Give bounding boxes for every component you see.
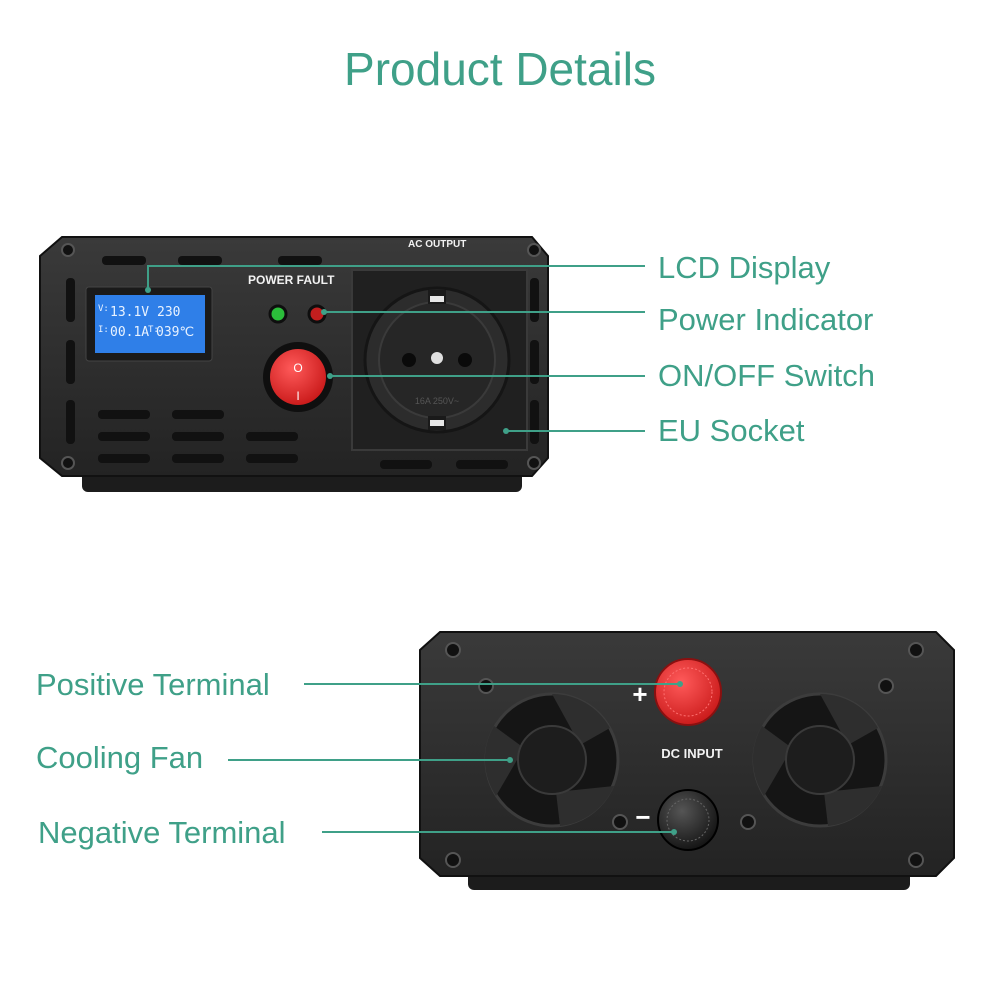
callout-negative-terminal: Negative Terminal — [38, 815, 286, 850]
svg-text:T:: T: — [148, 325, 159, 335]
callout-lcd-display: LCD Display — [658, 250, 831, 285]
svg-text:16A 250V~: 16A 250V~ — [415, 396, 459, 406]
svg-text:V:: V: — [98, 304, 109, 314]
lcd-display: V: 13.1V 230 I: 00.1A T: 039℃ — [85, 286, 213, 362]
page-title: Product Details — [344, 43, 656, 95]
negative-terminal — [657, 789, 719, 851]
callout-eu-socket: EU Socket — [658, 413, 805, 448]
callout-on-off-switch: ON/OFF Switch — [658, 358, 876, 393]
callout-cooling-fan: Cooling Fan — [36, 740, 204, 775]
dc-input-label: DC INPUT — [661, 746, 722, 761]
callout-positive-terminal: Positive Terminal — [36, 667, 270, 702]
positive-terminal — [654, 658, 722, 726]
svg-text:230: 230 — [157, 305, 180, 320]
callout-power-indicator: Power Indicator — [658, 302, 874, 337]
svg-text:I: I — [296, 389, 299, 403]
on-off-switch: O I — [263, 342, 333, 412]
power-fault-label: POWER FAULT — [248, 273, 335, 287]
minus-symbol: − — [635, 802, 650, 832]
eu-socket: 16A 250V~ — [351, 269, 528, 451]
svg-text:13.1V: 13.1V — [110, 305, 149, 320]
cooling-fan-right-icon — [752, 692, 888, 828]
lcd-leader-line — [147, 265, 645, 290]
svg-text:00.1A: 00.1A — [110, 325, 149, 340]
svg-text:O: O — [293, 361, 302, 375]
svg-text:I:: I: — [98, 325, 109, 335]
inverter-front-panel: V: 13.1V 230 I: 00.1A T: 039℃ POWER FAUL… — [39, 236, 549, 492]
plus-symbol: + — [632, 679, 647, 709]
ac-output-label: AC OUTPUT — [408, 239, 466, 250]
screw-icon — [445, 642, 924, 868]
svg-text:039℃: 039℃ — [156, 325, 194, 340]
power-led-icon — [268, 304, 288, 324]
screw-icon — [61, 243, 541, 470]
